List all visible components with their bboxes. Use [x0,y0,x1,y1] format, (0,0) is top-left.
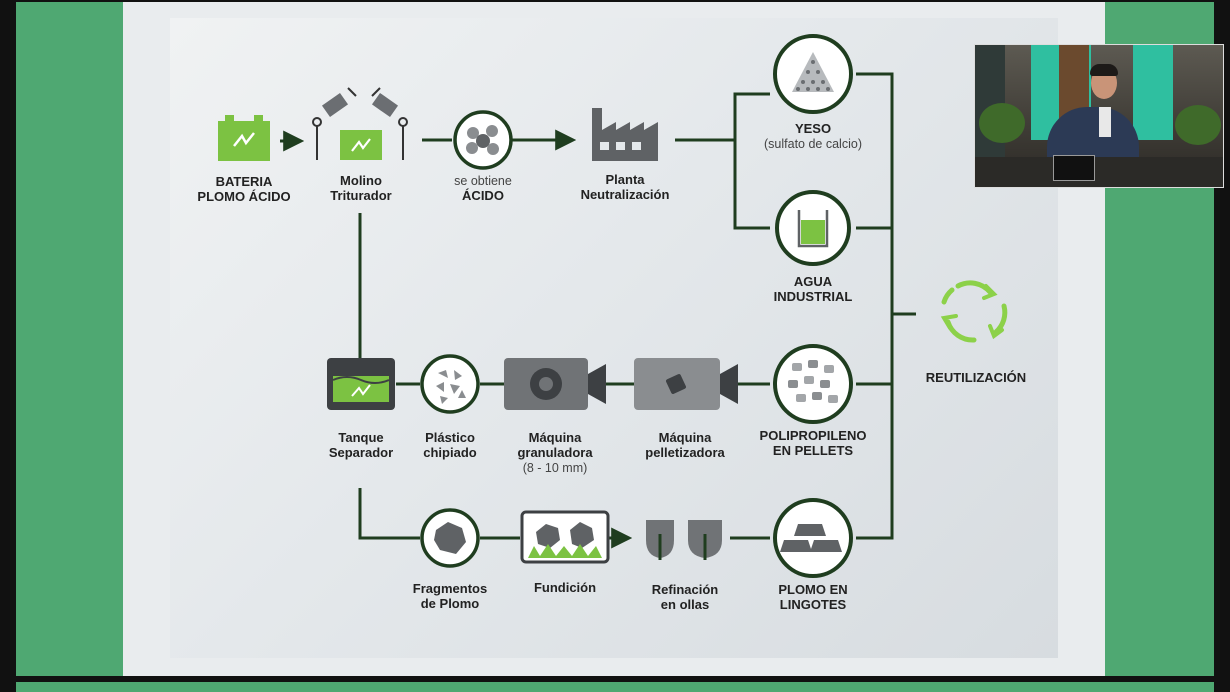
granulator-machine-icon [504,358,606,410]
label-refinacion-2: en ollas [661,597,709,612]
bottom-strip [16,682,1214,692]
factory-icon [592,108,658,161]
label-granuladora-1: Máquina [529,430,582,445]
label-plomo-2: LINGOTES [780,597,847,612]
chipped-plastic-icon [420,354,480,414]
node-tanque: Tanque Separador [327,358,395,460]
webcam-speaker-hair [1090,64,1118,76]
webcam-plant-left [979,103,1025,143]
connector-tanque-fragmentos [358,488,420,540]
label-granuladora-2: granuladora [517,445,593,460]
acid-molecule-icon [453,110,513,170]
label-tanque-1: Tanque [338,430,383,445]
label-polipropileno-1: POLIPROPILENO [760,428,867,443]
node-reutilizacion: REUTILIZACIÓN [926,280,1026,385]
node-polipropileno: POLIPROPILENO EN PELLETS [760,344,867,458]
webcam-teal-panel-right [1133,45,1173,140]
lead-fragment-icon [420,508,480,568]
node-molino: Molino Triturador [312,87,408,203]
label-tanque-2: Separador [329,445,393,460]
node-fundicion: Fundición [520,510,610,595]
node-refinacion: Refinación en ollas [646,520,722,612]
node-agua: AGUA INDUSTRIAL [774,190,853,304]
label-granuladora-3: (8 - 10 mm) [523,461,588,475]
node-plomo: PLOMO EN LINGOTES [773,498,853,612]
node-plastico: Plástico chipiado [420,354,480,460]
smelting-icon [520,510,610,564]
label-fundicion-1: Fundición [534,580,596,595]
water-beaker-icon [775,190,851,266]
pellets-icon [773,344,853,424]
label-plastico-2: chipiado [423,445,477,460]
connector-lines [280,72,916,549]
lead-ingots-icon [773,498,853,578]
label-acido-2: ÁCIDO [462,188,504,203]
gypsum-pile-icon [773,34,853,114]
connector-bus-right [856,72,894,540]
label-refinacion-1: Refinación [652,582,719,597]
label-planta-2: Neutralización [581,187,670,202]
webcam-phone [1053,155,1095,181]
label-agua-2: INDUSTRIAL [774,289,853,304]
pelletizer-machine-icon [634,358,738,410]
battery-icon [218,115,270,161]
label-polipropileno-2: EN PELLETS [773,443,854,458]
slide: BATERIA PLOMO ÁCIDO Molino Triturador [170,18,1058,658]
recycle-arrows-icon [940,280,1008,343]
label-yeso-1: YESO [795,121,831,136]
label-pelletizadora-2: pelletizadora [645,445,725,460]
label-yeso-2: (sulfato de calcio) [764,137,862,151]
label-planta-1: Planta [605,172,645,187]
separator-tank-icon [327,358,395,410]
connector-split-yeso-agua [733,92,770,230]
node-yeso: YESO (sulfato de calcio) [764,34,862,151]
label-molino-1: Molino [340,173,382,188]
label-reutilizacion: REUTILIZACIÓN [926,370,1026,385]
node-pelletizadora: Máquina pelletizadora [634,358,738,460]
label-acido-1: se obtiene [454,174,512,188]
node-fragmentos: Fragmentos de Plomo [413,508,487,611]
label-molino-2: Triturador [330,188,391,203]
webcam-speaker-shirt [1099,107,1111,137]
label-plomo-1: PLOMO EN [778,582,847,597]
label-plastico-1: Plástico [425,430,475,445]
label-fragmentos-2: de Plomo [421,596,480,611]
node-planta: Planta Neutralización [581,108,670,202]
refining-pots-icon [646,520,722,560]
label-bateria-2: PLOMO ÁCIDO [197,189,290,204]
node-granuladora: Máquina granuladora (8 - 10 mm) [504,358,606,475]
node-bateria: BATERIA PLOMO ÁCIDO [197,115,291,204]
recycling-process-diagram: BATERIA PLOMO ÁCIDO Molino Triturador [197,34,1026,612]
node-acido: se obtiene ÁCIDO [453,110,513,203]
crusher-icon [312,87,408,160]
label-bateria-1: BATERIA [216,174,273,189]
webcam-table [975,157,1223,187]
webcam-overlay [974,44,1224,188]
webcam-plant-right [1175,105,1221,145]
label-agua-1: AGUA [794,274,833,289]
label-pelletizadora-1: Máquina [659,430,712,445]
label-fragmentos-1: Fragmentos [413,581,487,596]
